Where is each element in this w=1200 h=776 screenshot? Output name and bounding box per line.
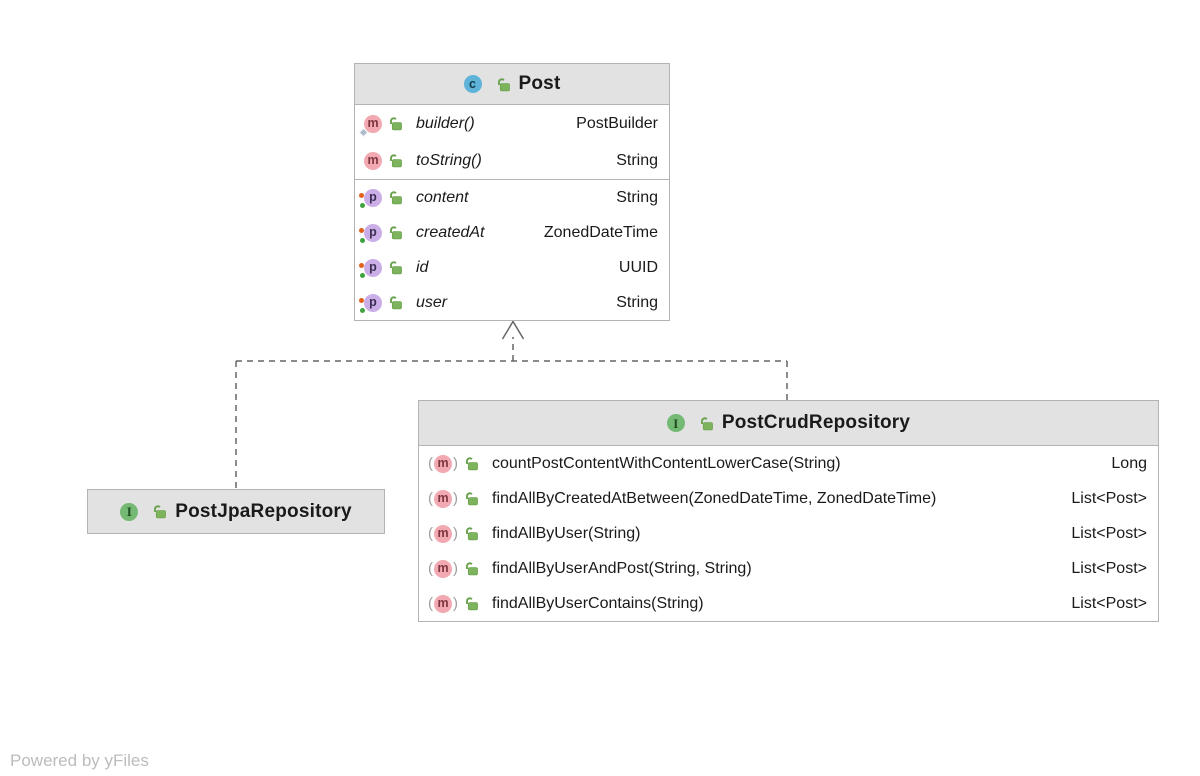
lock-icon: [466, 562, 478, 576]
node-header: I PostCrudRepository: [419, 401, 1158, 446]
member-row: p user String: [355, 285, 669, 320]
setter-dot-icon: [360, 202, 365, 208]
setter-dot-icon: [360, 237, 365, 243]
member-type: String: [616, 293, 658, 311]
setter-dot-icon: [360, 307, 365, 313]
member-name: content: [416, 188, 469, 206]
member-type: List<Post>: [1071, 524, 1147, 542]
yfiles-watermark: Powered by yFiles: [10, 751, 149, 770]
member-row: m builder() PostBuilder: [355, 105, 669, 142]
methods-section: m builder() PostBuilder m toString() String: [355, 105, 669, 179]
interface-node-postcrudrepository[interactable]: I PostCrudRepository m countPostContentWi…: [418, 400, 1159, 622]
abstract-method-icon: m: [434, 594, 452, 613]
member-type: List<Post>: [1071, 559, 1147, 577]
lock-icon: [390, 261, 402, 275]
getter-dot-icon: [359, 297, 364, 303]
node-title: PostCrudRepository: [721, 412, 911, 433]
member-row: m findAllByUser(String) List<Post>: [419, 516, 1158, 551]
property-icon: p: [359, 223, 382, 243]
setter-dot-icon: [360, 272, 365, 278]
lock-icon: [390, 296, 402, 310]
lock-icon: [390, 154, 402, 168]
realization-open-arrow: [501, 320, 525, 340]
member-name: countPostContentWithContentLowerCase(Str…: [492, 454, 841, 472]
member-type: List<Post>: [1071, 594, 1147, 612]
class-icon: c: [463, 75, 482, 93]
member-type: ZonedDateTime: [543, 223, 658, 241]
getter-dot-icon: [359, 227, 364, 233]
member-row: p createdAt ZonedDateTime: [355, 215, 669, 250]
abstract-method-icon: m: [434, 489, 452, 508]
interface-icon: I: [120, 502, 139, 521]
property-icon: p: [359, 258, 382, 278]
abstract-method-icon: m: [434, 559, 452, 578]
member-row: m countPostContentWithContentLowerCase(St…: [419, 446, 1158, 481]
member-type: Long: [1111, 454, 1147, 472]
method-icon: m: [364, 151, 382, 170]
member-row: m findAllByUserContains(String) List<Post>: [419, 586, 1158, 621]
member-name: toString(): [416, 151, 482, 169]
lock-icon: [390, 117, 402, 131]
member-row: p id UUID: [355, 250, 669, 285]
node-title: Post: [518, 73, 561, 94]
node-header: I PostJpaRepository: [88, 490, 384, 533]
member-name: findAllByUser(String): [492, 524, 641, 542]
lock-icon: [466, 457, 478, 471]
property-icon: p: [359, 293, 382, 313]
lock-icon: [497, 77, 510, 91]
member-name: builder(): [416, 114, 475, 132]
lock-icon: [154, 505, 167, 519]
property-icon: p: [359, 188, 382, 208]
node-header: c Post: [355, 64, 669, 105]
member-type: UUID: [618, 258, 658, 276]
lock-icon: [466, 527, 478, 541]
member-row: p content String: [355, 180, 669, 215]
member-name: id: [416, 258, 429, 276]
member-type: String: [616, 188, 658, 206]
member-name: findAllByCreatedAtBetween(ZonedDateTime,…: [492, 489, 937, 507]
method-icon: m: [358, 114, 382, 137]
member-name: createdAt: [416, 223, 485, 241]
member-type: String: [616, 151, 658, 169]
member-row: m findAllByCreatedAtBetween(ZonedDateTime…: [419, 481, 1158, 516]
member-name: user: [416, 293, 448, 311]
member-type: PostBuilder: [576, 114, 658, 132]
abstract-method-icon: m: [434, 524, 452, 543]
lock-icon: [390, 191, 402, 205]
getter-dot-icon: [359, 192, 364, 198]
member-row: m findAllByUserAndPost(String, String) Lis…: [419, 551, 1158, 586]
methods-section: m countPostContentWithContentLowerCase(St…: [419, 446, 1158, 621]
interface-icon: I: [666, 414, 685, 432]
lock-icon: [390, 226, 402, 240]
member-row: m toString() String: [355, 142, 669, 179]
member-type: List<Post>: [1071, 489, 1147, 507]
lock-icon: [466, 597, 478, 611]
getter-dot-icon: [359, 262, 364, 268]
lock-icon: [466, 492, 478, 506]
member-name: findAllByUserContains(String): [492, 594, 704, 612]
class-node-post[interactable]: c Post m builder() PostBuilder m toString() S…: [354, 63, 670, 321]
static-diamond-icon: [358, 127, 369, 137]
abstract-method-icon: m: [434, 454, 452, 473]
lock-icon: [700, 416, 713, 430]
interface-node-postjparepository[interactable]: I PostJpaRepository: [87, 489, 385, 534]
member-name: findAllByUserAndPost(String, String): [492, 559, 752, 577]
node-title: PostJpaRepository: [175, 500, 352, 522]
